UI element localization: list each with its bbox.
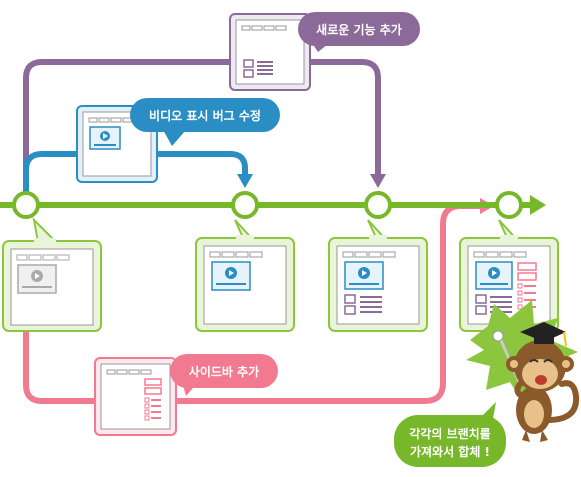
feature-bubble: 새로운 기능 추가: [298, 12, 420, 52]
merge-bubble: 각각의 브랜치를 가져와서 합체 !: [394, 402, 506, 467]
merge-bubble-line1: 각각의 브랜치를: [409, 426, 490, 441]
commit2-page-card: [195, 219, 295, 332]
bugfix-bubble: 비디오 표시 버그 수정: [130, 98, 280, 146]
merge-bubble-line2: 가져와서 합체 !: [410, 444, 490, 459]
commit3-page-card: [328, 219, 428, 332]
monkey-mascot-icon: [466, 300, 580, 442]
commit-node-1[interactable]: [12, 191, 40, 219]
sidebar-bubble-label: 사이드바 추가: [189, 364, 259, 379]
feature-page-card: [229, 13, 311, 91]
feature-branch-arrowhead: [370, 174, 386, 188]
feature-branch-line: [23, 59, 381, 208]
commit-node-3[interactable]: [364, 191, 392, 219]
commit-node-4[interactable]: [495, 191, 523, 219]
bugfix-branch-line: [23, 151, 248, 203]
bugfix-branch-arrowhead: [237, 174, 253, 188]
sidebar-page-card: [94, 357, 177, 436]
commit1-page-card: [2, 217, 102, 332]
bugfix-bubble-label: 비디오 표시 버그 수정: [149, 108, 261, 123]
sidebar-bubble: 사이드바 추가: [170, 354, 278, 396]
commit-node-2[interactable]: [231, 191, 259, 219]
main-branch-arrowhead: [530, 195, 546, 215]
feature-bubble-label: 새로운 기능 추가: [316, 22, 402, 37]
commit4-page-card: [459, 219, 559, 332]
